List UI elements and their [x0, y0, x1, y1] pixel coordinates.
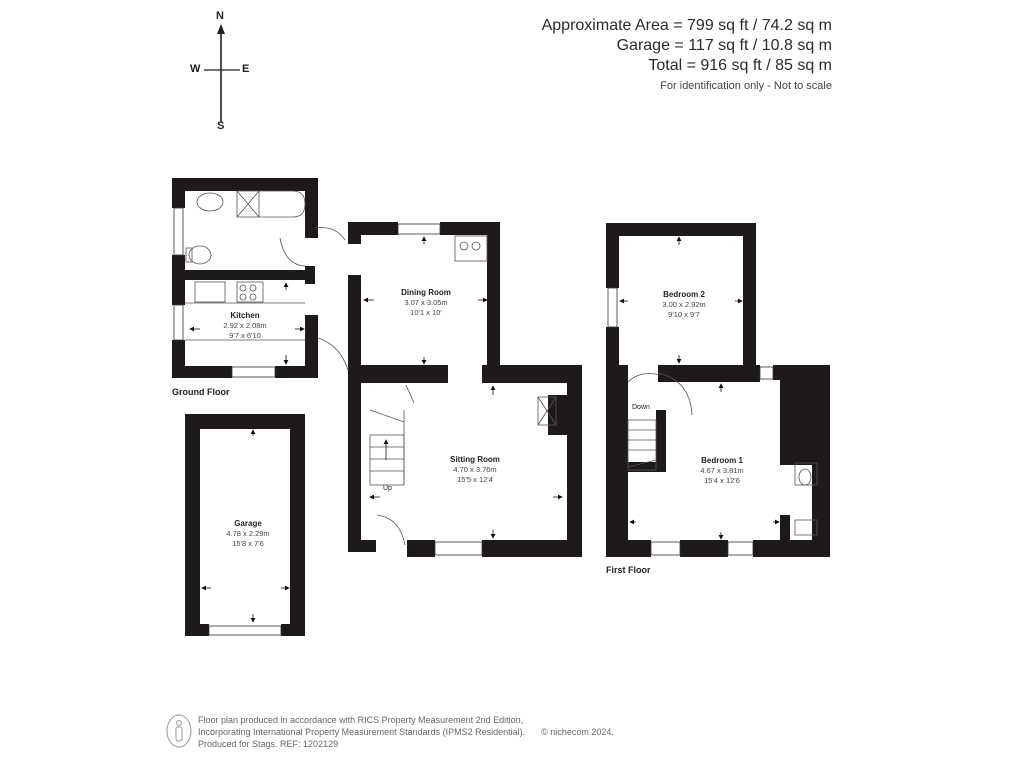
room-bedroom-2: Bedroom 2 3.00 x 2.92m 9'10 x 9'7: [662, 290, 705, 320]
room-garage-name: Garage: [234, 519, 262, 528]
room-sitting: Sitting Room 4.70 x 3.76m 15'5 x 12'4: [450, 455, 500, 485]
footer-line-2: Incorporating International Property Mea…: [198, 727, 526, 737]
room-sitting-imperial: 15'5 x 12'4: [457, 475, 493, 484]
room-bedroom-1: Bedroom 1 4.67 x 3.81m 15'4 x 12'6: [700, 456, 743, 486]
room-bedroom-2-imperial: 9'10 x 9'7: [668, 310, 700, 319]
room-kitchen-name: Kitchen: [230, 311, 260, 320]
footer-text: Floor plan produced in accordance with R…: [198, 714, 525, 750]
approximate-area: Approximate Area = 799 sq ft / 74.2 sq m: [541, 17, 832, 34]
stairs-down-label: Down: [632, 404, 650, 411]
stairs-up-label: Up: [383, 485, 392, 492]
room-sitting-name: Sitting Room: [450, 455, 500, 464]
garage-area: Garage = 117 sq ft / 10.8 sq m: [616, 37, 832, 54]
compass-north: N: [216, 10, 224, 22]
compass-south: S: [217, 120, 225, 132]
room-bedroom-2-name: Bedroom 2: [663, 290, 705, 299]
person-icon: [166, 714, 192, 748]
room-bedroom-1-name: Bedroom 1: [701, 456, 743, 465]
room-dining: Dining Room 3.07 x 3.05m 10'1 x 10': [401, 288, 451, 318]
room-dining-metric: 3.07 x 3.05m: [404, 298, 448, 307]
room-bedroom-1-metric: 4.67 x 3.81m: [700, 466, 744, 475]
scale-note: For identification only - Not to scale: [660, 80, 832, 92]
room-kitchen: Kitchen 2.92 x 2.08m 9'7 x 6'10: [223, 311, 266, 341]
footer: Floor plan produced in accordance with R…: [166, 714, 614, 750]
room-garage-metric: 4.78 x 2.29m: [226, 529, 270, 538]
room-bedroom-2-metric: 3.00 x 2.92m: [662, 300, 706, 309]
room-kitchen-imperial: 9'7 x 6'10: [229, 331, 261, 340]
compass-arrows-icon: [204, 24, 240, 122]
room-bedroom-1-imperial: 15'4 x 12'6: [704, 476, 740, 485]
room-dining-imperial: 10'1 x 10': [410, 308, 442, 317]
room-garage: Garage 4.78 x 2.29m 15'8 x 7'6: [226, 519, 269, 549]
compass-icon: N W E S: [186, 10, 266, 135]
total-area: Total = 916 sq ft / 85 sq m: [648, 57, 832, 74]
compass-west: W: [190, 63, 201, 75]
footer-line-3: Produced for Stags. REF: 1202129: [198, 739, 339, 749]
compass-east: E: [242, 63, 250, 75]
room-sitting-metric: 4.70 x 3.76m: [453, 465, 497, 474]
copyright: © nichecom 2024.: [541, 727, 614, 737]
ground-floor-label: Ground Floor: [172, 387, 230, 397]
area-summary: Approximate Area = 799 sq ft / 74.2 sq m…: [542, 16, 832, 92]
room-garage-imperial: 15'8 x 7'6: [232, 539, 264, 548]
footer-line-1: Floor plan produced in accordance with R…: [198, 715, 524, 725]
room-dining-name: Dining Room: [401, 288, 451, 297]
first-floor-label: First Floor: [606, 565, 651, 575]
room-kitchen-metric: 2.92 x 2.08m: [223, 321, 267, 330]
